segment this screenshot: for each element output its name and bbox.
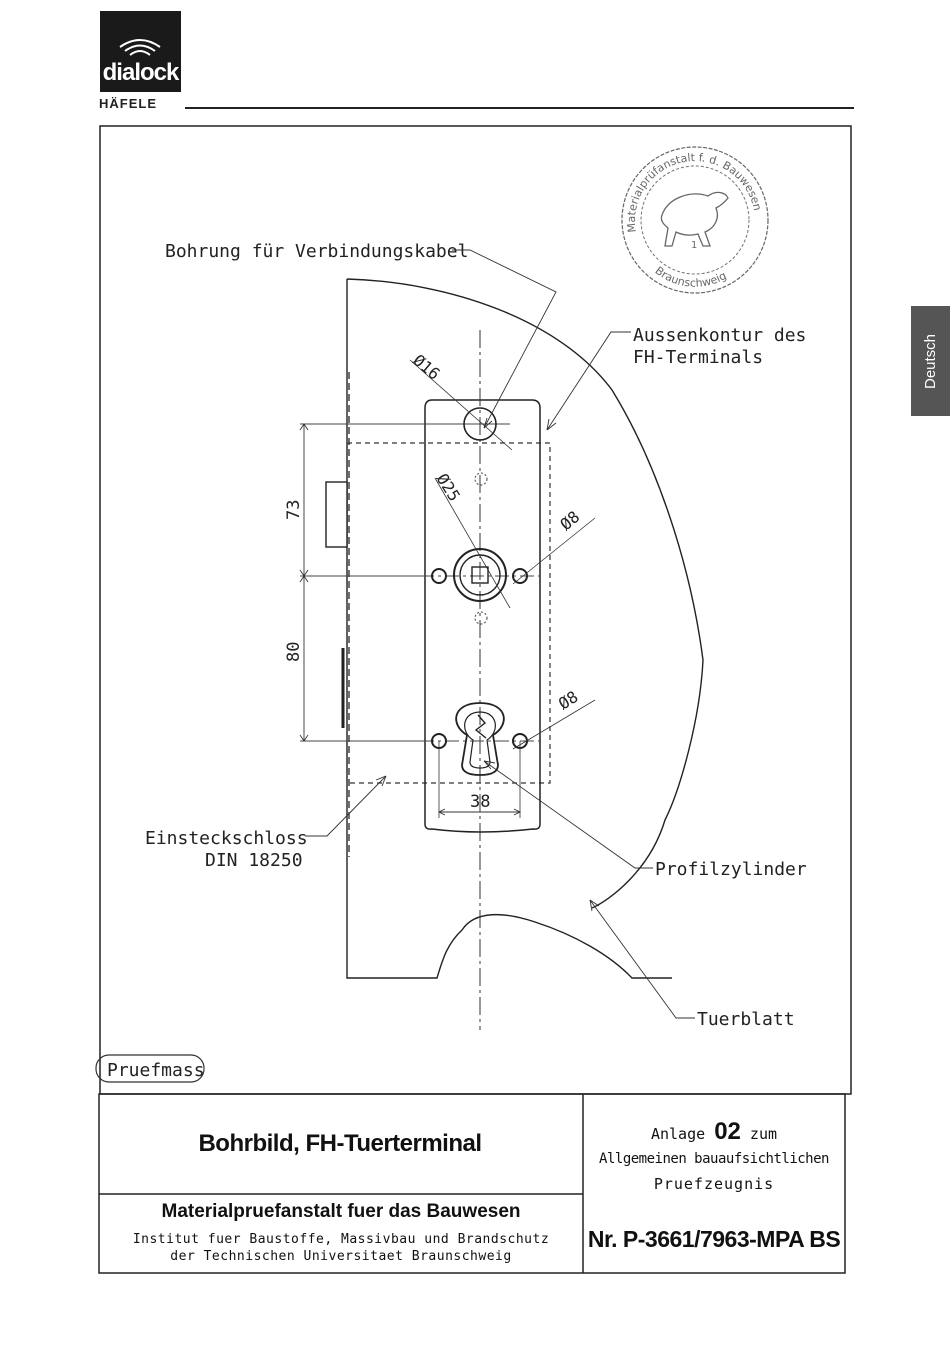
dim-73: 73 — [284, 500, 304, 520]
main-bore — [453, 548, 507, 602]
drawing-title: Bohrbild, FH-Tuerterminal — [198, 1130, 482, 1157]
pruefzeugnis-line: Pruefzeugnis — [653, 1175, 775, 1193]
door-leaf-outline — [346, 278, 704, 979]
label-tuerblatt: Tuerblatt — [697, 1009, 795, 1030]
terminal-outline — [424, 399, 541, 833]
label-profilzylinder: Profilzylinder — [655, 859, 807, 880]
certificate-number: Nr. P-3661/7963-MPA BS — [587, 1226, 841, 1252]
stamp-number: 1 — [691, 240, 697, 251]
title-block-frame — [98, 1093, 846, 1274]
brand-name: HÄFELE — [99, 96, 157, 111]
dim-d8-top: Ø8 — [556, 507, 583, 534]
screw-hole-tr — [512, 568, 528, 584]
label-bohrung: Bohrung für Verbindungskabel — [165, 241, 468, 262]
anlage-line: Anlage 02 zum — [583, 1118, 845, 1146]
anlage-number: 02 — [714, 1118, 741, 1145]
dim-38: 38 — [470, 792, 490, 812]
cable-hole — [463, 407, 497, 441]
latch-plate — [325, 481, 348, 548]
official-stamp: Materialprüfanstalt f. d. Bauwesen Braun… — [621, 146, 769, 294]
dim-d8-bottom: Ø8 — [555, 687, 581, 713]
logo-wordmark: dialock — [102, 59, 180, 86]
stamp-text-top: Materialprüfanstalt f. d. Bauwesen — [625, 151, 764, 233]
signal-waves-icon — [119, 39, 161, 56]
horse-emblem-icon — [660, 191, 729, 247]
label-einsteck-line2: DIN 18250 — [205, 850, 303, 871]
dim-80: 80 — [284, 642, 304, 662]
language-tab[interactable] — [911, 306, 950, 416]
institute-subtitle-2: der Technischen Universitaet Braunschwei… — [170, 1249, 512, 1264]
dim-d16: Ø16 — [409, 351, 443, 384]
dim-d25: Ø25 — [433, 470, 464, 505]
allgemein-line: Allgemeinen bauaufsichtlichen — [599, 1151, 829, 1167]
label-aussen-line1: Aussenkontur des — [633, 325, 806, 346]
screw-hole-tl — [431, 568, 447, 584]
drawing-frame — [99, 125, 852, 1095]
anlage-suffix: zum — [749, 1125, 778, 1143]
mortise-lock-outline — [346, 442, 551, 784]
label-aussen-line2: FH-Terminals — [633, 347, 763, 368]
label-pruefmass: Pruefmass — [107, 1060, 205, 1081]
label-einsteck-line1: Einsteckschloss — [145, 828, 308, 849]
institute-name: Materialpruefanstalt fuer das Bauwesen — [161, 1201, 521, 1222]
institute-subtitle-1: Institut fuer Baustoffe, Massivbau und B… — [132, 1232, 550, 1247]
anlage-prefix: Anlage — [650, 1125, 706, 1143]
dialock-logo: dialock — [100, 11, 181, 92]
pruefmass-box — [95, 1054, 205, 1083]
header-rule — [185, 107, 854, 109]
svg-text:Materialprüfanstalt f. d. Bauw: Materialprüfanstalt f. d. Bauwesen — [625, 151, 764, 233]
